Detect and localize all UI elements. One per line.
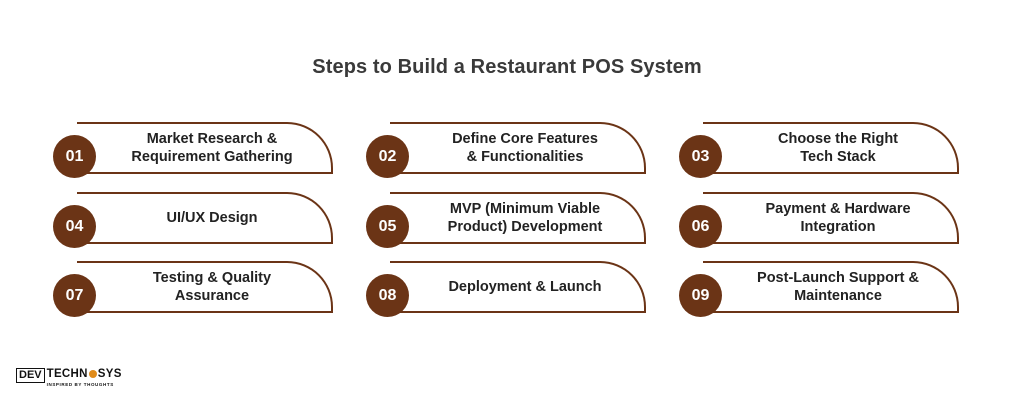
logo-box: DEV bbox=[16, 368, 45, 383]
step-number-badge: 03 bbox=[679, 135, 722, 178]
step-number-badge: 01 bbox=[53, 135, 96, 178]
step-card bbox=[703, 122, 959, 174]
step-number-badge: 06 bbox=[679, 205, 722, 248]
step-04: UI/UX Design 04 bbox=[53, 192, 335, 248]
step-card bbox=[77, 122, 333, 174]
step-label: UI/UX Design bbox=[166, 210, 258, 226]
step-card bbox=[77, 192, 333, 244]
step-number-badge: 08 bbox=[366, 274, 409, 317]
step-card bbox=[703, 261, 959, 313]
step-number-badge: 07 bbox=[53, 274, 96, 317]
step-label: Testing & Quality Assurance bbox=[152, 270, 272, 304]
logo-word-right: SYS bbox=[97, 368, 122, 380]
step-label: Market Research & Requirement Gathering bbox=[131, 131, 293, 165]
step-number-badge: 04 bbox=[53, 205, 96, 248]
step-08: Deployment & Launch 08 bbox=[366, 261, 648, 317]
step-number-badge: 09 bbox=[679, 274, 722, 317]
brand-logo: DEV TECHN SYS INSPIRED BY THOUGHTS bbox=[16, 368, 122, 387]
logo-tagline: INSPIRED BY THOUGHTS bbox=[46, 382, 114, 387]
page-title: Steps to Build a Restaurant POS System bbox=[312, 56, 702, 78]
step-label: MVP (Minimum Viable Product) Development bbox=[447, 201, 603, 235]
step-label: Define Core Features & Functionalities bbox=[452, 131, 598, 165]
logo-dot-icon bbox=[88, 369, 97, 378]
logo-wordmark: TECHN SYS bbox=[47, 368, 122, 381]
step-07: Testing & Quality Assurance 07 bbox=[53, 261, 335, 317]
step-02: Define Core Features & Functionalities 0… bbox=[366, 122, 648, 178]
step-06: Payment & Hardware Integration 06 bbox=[679, 192, 961, 248]
step-label: Choose the Right Tech Stack bbox=[777, 131, 899, 165]
logo-text: TECHN SYS INSPIRED BY THOUGHTS bbox=[47, 368, 122, 387]
step-card bbox=[703, 192, 959, 244]
logo-word-left: TECHN bbox=[46, 368, 88, 380]
step-card bbox=[390, 122, 646, 174]
step-card bbox=[77, 261, 333, 313]
step-card bbox=[390, 261, 646, 313]
step-card bbox=[390, 192, 646, 244]
step-number-badge: 02 bbox=[366, 135, 409, 178]
step-09: Post-Launch Support & Maintenance 09 bbox=[679, 261, 961, 317]
step-03: Choose the Right Tech Stack 03 bbox=[679, 122, 961, 178]
step-number-badge: 05 bbox=[366, 205, 409, 248]
step-label: Payment & Hardware Integration bbox=[765, 201, 911, 235]
step-label: Post-Launch Support & Maintenance bbox=[757, 270, 919, 304]
step-05: MVP (Minimum Viable Product) Development… bbox=[366, 192, 648, 248]
step-label: Deployment & Launch bbox=[448, 279, 602, 295]
step-01: Market Research & Requirement Gathering … bbox=[53, 122, 335, 178]
